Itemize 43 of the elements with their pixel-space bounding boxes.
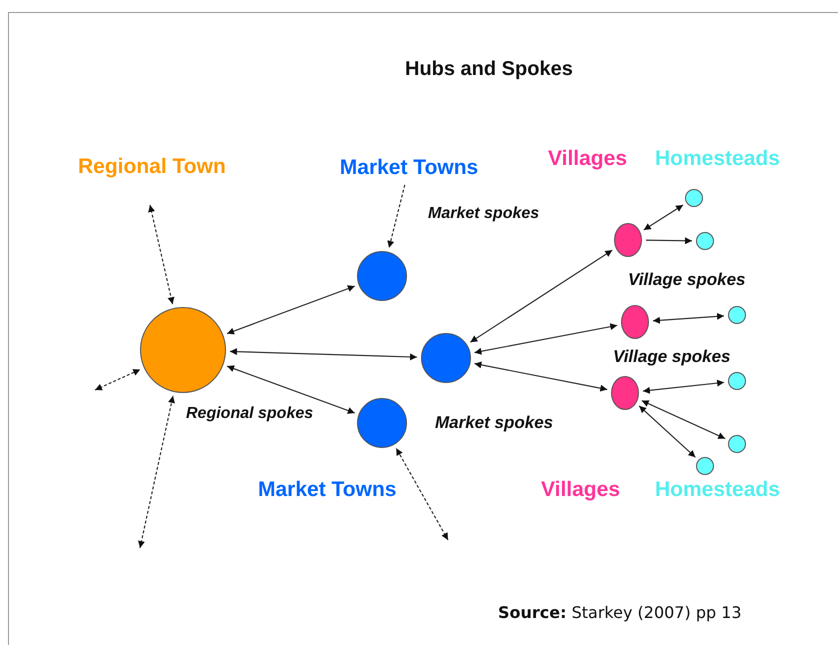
market-town-circle [421, 333, 471, 383]
homestead-circle [728, 372, 746, 390]
dashed-arrow [148, 204, 174, 304]
arrow [643, 204, 684, 230]
homestead-circle [685, 189, 703, 207]
homestead-circle [696, 457, 714, 475]
spoke-label: Market spokes [428, 205, 540, 223]
market-town-circle [357, 398, 407, 448]
village-circle [614, 223, 642, 257]
title: Hubs and Spokes [405, 58, 573, 81]
arrow [474, 323, 618, 355]
dashed-arrow [387, 184, 406, 248]
arrow [226, 365, 355, 414]
village-circle [621, 305, 649, 339]
category-label: Market Towns [326, 155, 492, 181]
arrow [646, 237, 692, 244]
category-label: Villages [548, 147, 627, 171]
dashed-arrow [396, 448, 448, 540]
dashed-arrow [94, 368, 140, 390]
arrow [638, 406, 696, 458]
arrow [226, 285, 356, 334]
arrow [230, 348, 418, 360]
category-label: Regional Town [78, 155, 226, 179]
homestead-circle [696, 232, 714, 250]
market-town-circle [357, 251, 407, 301]
homestead-circle [728, 306, 746, 324]
source-note: Source: Starkey (2007) pp 13 [498, 603, 742, 622]
village-circle [611, 376, 639, 410]
spoke-label: Regional spokes [186, 405, 314, 423]
dashed-arrow [138, 396, 175, 548]
spoke-label: Market spokes [435, 413, 554, 433]
category-label: Villages [541, 478, 620, 502]
spoke-label: Village spokes [628, 270, 746, 290]
category-label: Homesteads [655, 478, 780, 502]
arrow [470, 250, 613, 343]
homestead-circle [728, 435, 746, 453]
category-label: Homesteads [655, 147, 780, 171]
arrow [474, 361, 608, 392]
arrow [642, 400, 726, 440]
arrow [642, 380, 724, 394]
category-label: Market Towns [258, 478, 396, 502]
spoke-label: Village spokes [613, 347, 730, 367]
arrow [652, 312, 724, 324]
